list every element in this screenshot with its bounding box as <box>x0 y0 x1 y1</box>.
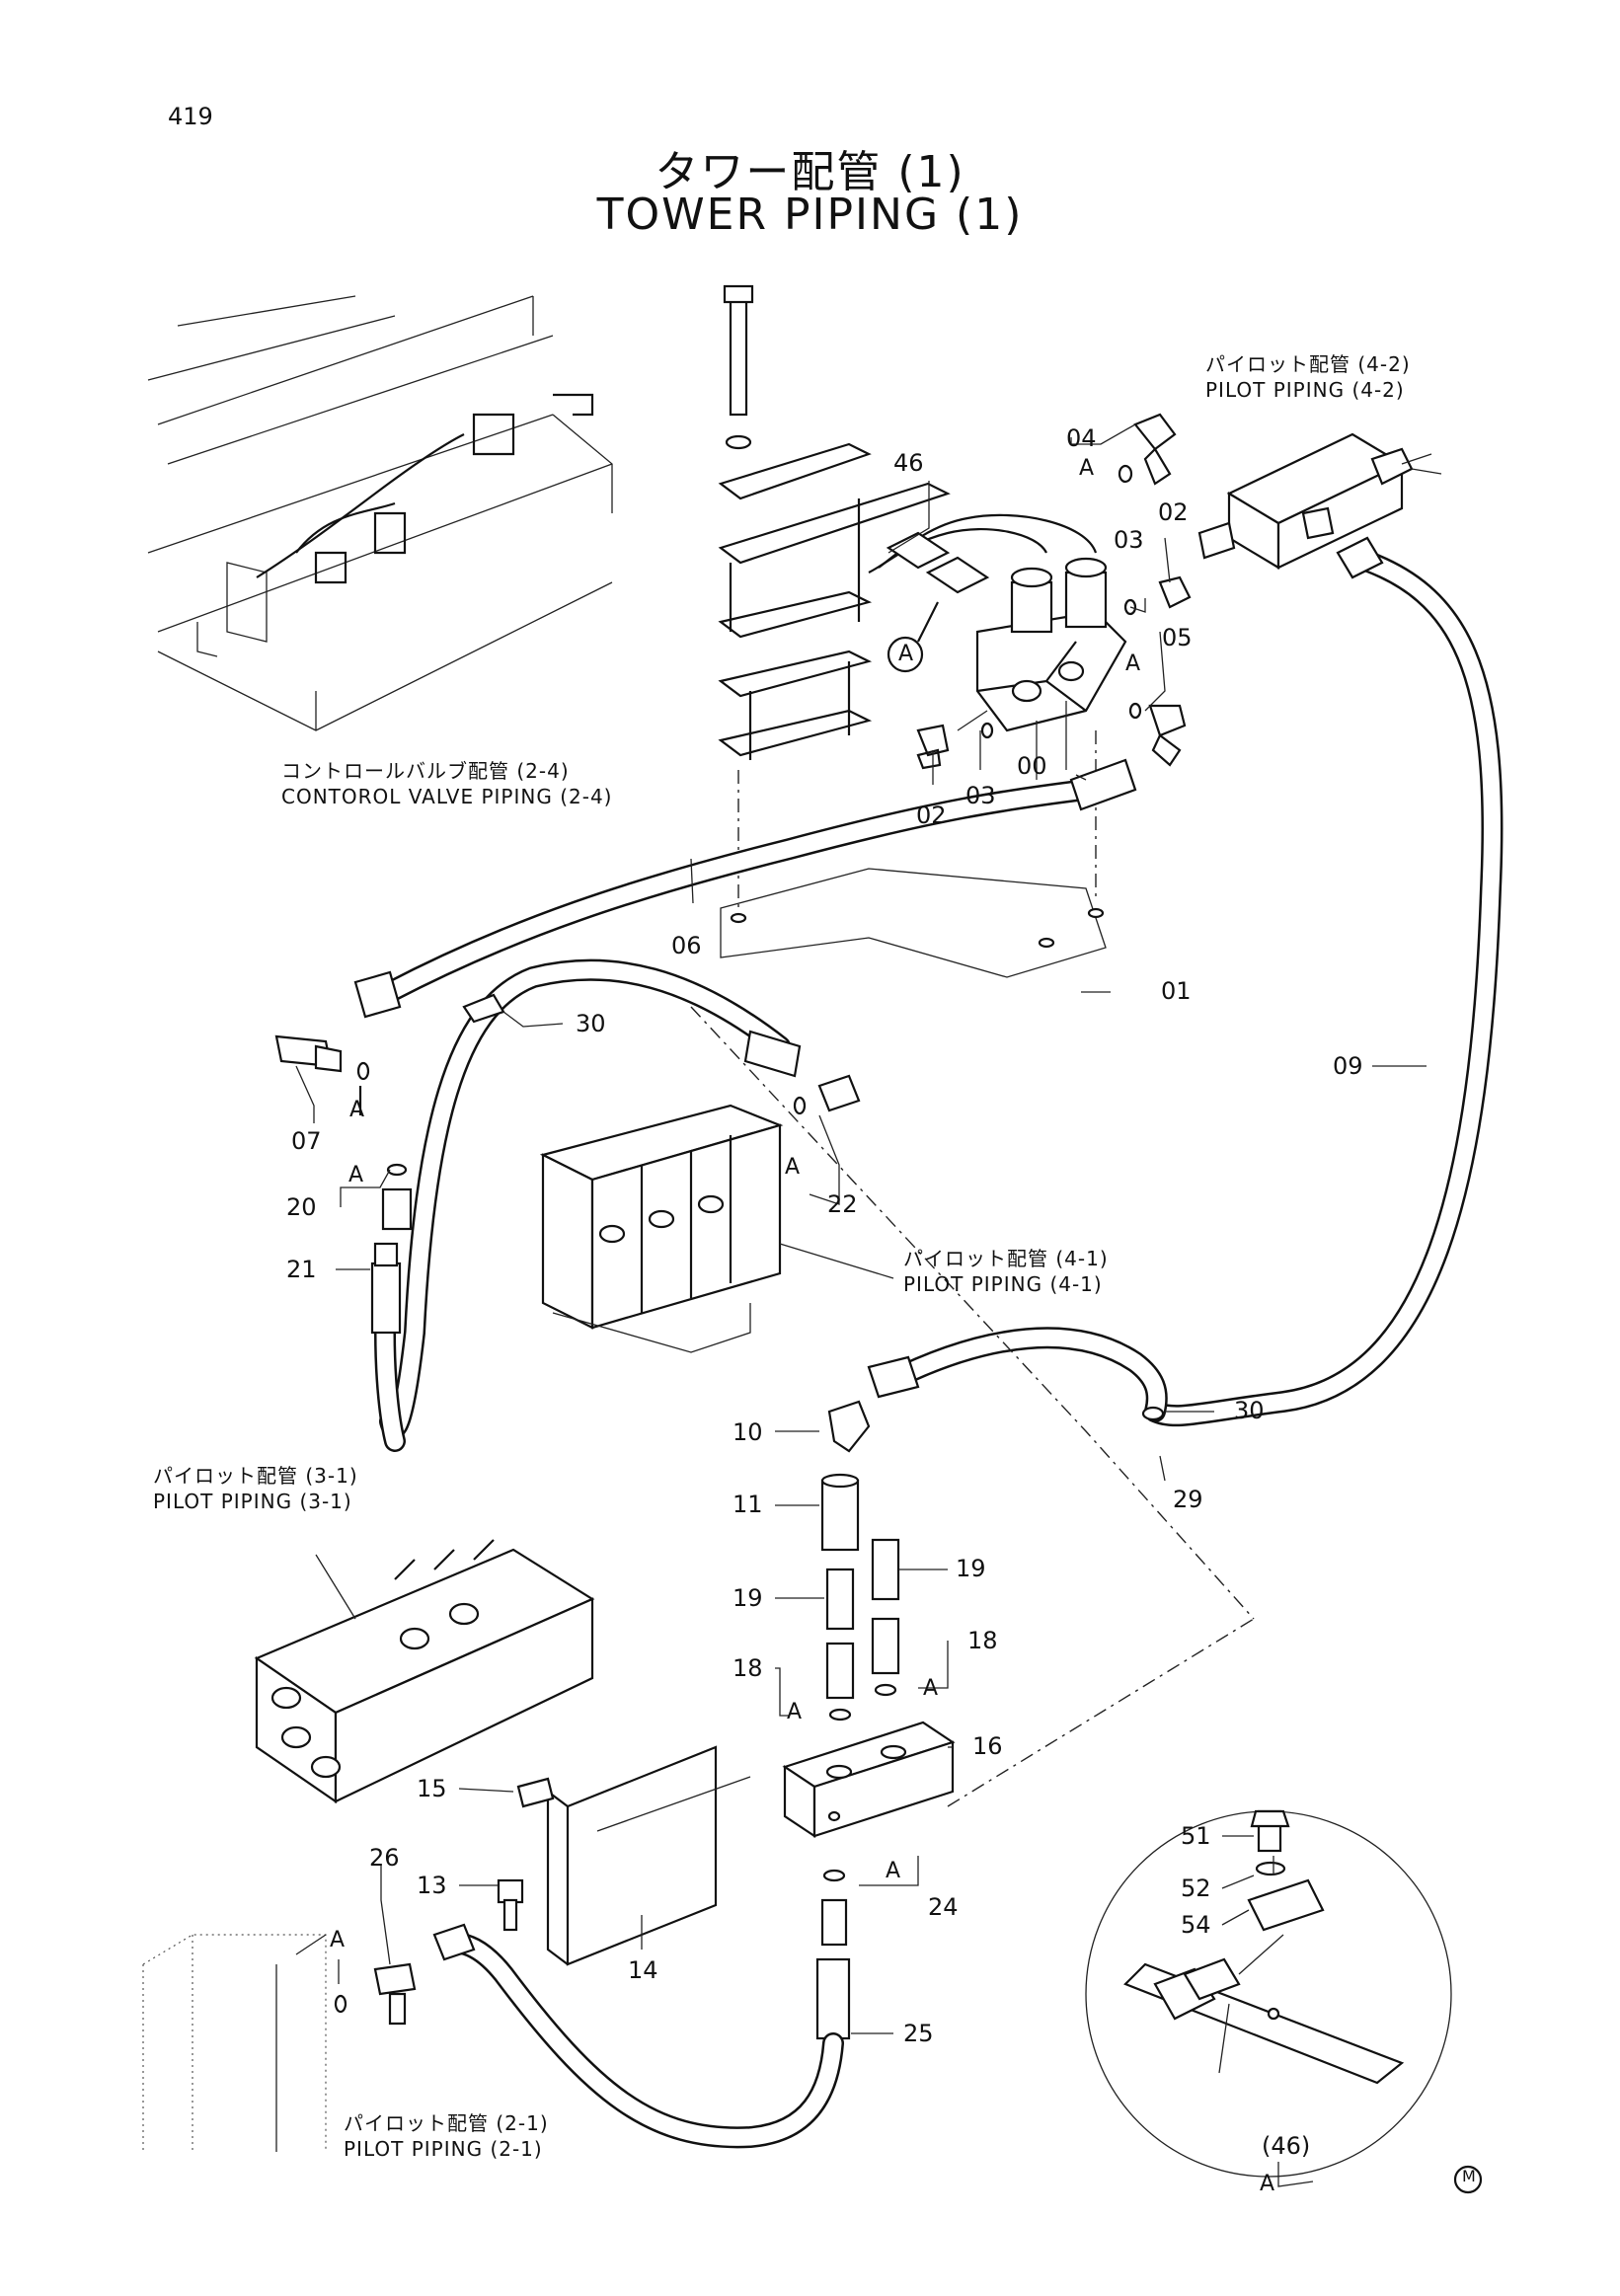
hose-25 <box>334 1869 851 2149</box>
adapters-stack <box>820 1400 900 1722</box>
marker-a: A <box>1079 456 1095 481</box>
marker-a: A <box>898 642 914 666</box>
m-mark: M <box>1462 2167 1476 2185</box>
part-label[interactable]: 20 <box>286 1193 317 1221</box>
part-label[interactable]: 04 <box>1066 424 1097 452</box>
part-label[interactable]: 11 <box>733 1491 763 1518</box>
detail-view-a <box>1085 1809 1452 2178</box>
marker-a: A <box>785 1155 801 1180</box>
marker-a-detail: A <box>1260 2172 1275 2196</box>
ref-pilot-piping-4-1[interactable]: パイロット配管 (4-1) PILOT PIPING (4-1) <box>903 1246 1109 1297</box>
pilot-box-2-1 <box>142 1934 327 2152</box>
title-japanese: タワー配管 (1) <box>655 147 965 197</box>
ref-en: PILOT PIPING (2-1) <box>344 2137 543 2161</box>
marker-a: A <box>1125 651 1141 676</box>
part-label[interactable]: 02 <box>916 802 947 829</box>
marker-a: A <box>787 1700 803 1724</box>
part-label[interactable]: 06 <box>671 932 702 959</box>
frame-reference-view <box>147 295 613 731</box>
part-label[interactable]: 10 <box>733 1418 763 1446</box>
page-number: 419 <box>168 103 213 130</box>
circle-a-leader <box>917 601 939 643</box>
part-label[interactable]: 03 <box>1114 526 1144 554</box>
ref-jp: パイロット配管 (4-2) <box>1205 352 1411 376</box>
part-label[interactable]: 13 <box>417 1872 447 1899</box>
marker-a: A <box>923 1676 939 1701</box>
bracket-plate-14 <box>497 1006 1255 1966</box>
marker-a: A <box>330 1928 346 1952</box>
circle-marker-a <box>887 636 924 673</box>
marker-a: A <box>348 1163 364 1187</box>
part-label[interactable]: 14 <box>628 1956 658 1984</box>
ref-en: PILOT PIPING (4-2) <box>1205 378 1405 402</box>
part-label[interactable]: 26 <box>369 1844 400 1872</box>
part-label[interactable]: 21 <box>286 1256 317 1283</box>
bracket-assembly-46 <box>718 284 1107 978</box>
ref-en: CONTOROL VALVE PIPING (2-4) <box>281 785 613 808</box>
part-label[interactable]: 30 <box>576 1010 606 1037</box>
ref-jp: パイロット配管 (4-1) <box>903 1247 1109 1270</box>
hose-21 <box>370 1242 406 1452</box>
ref-pilot-piping-4-2[interactable]: パイロット配管 (4-2) PILOT PIPING (4-2) <box>1205 351 1411 403</box>
marker-a: A <box>349 1098 365 1122</box>
part-label[interactable]: 05 <box>1162 624 1193 651</box>
block-16 <box>782 1721 956 1839</box>
solenoid-valve-00 <box>868 513 1127 898</box>
part-label[interactable]: 25 <box>903 2020 934 2047</box>
part-label[interactable]: 54 <box>1181 1911 1211 1939</box>
ref-jp: コントロールバルブ配管 (2-4) <box>281 759 570 783</box>
circle-m-mark <box>1453 2165 1483 2194</box>
ref-jp: パイロット配管 (2-1) <box>344 2111 549 2135</box>
part-label[interactable]: 46 <box>893 449 924 477</box>
part-label[interactable]: 16 <box>972 1732 1003 1760</box>
part-label[interactable]: 00 <box>1017 752 1047 780</box>
pilot-valve-3-1 <box>254 1539 595 1804</box>
part-label[interactable]: 24 <box>928 1893 959 1921</box>
part-label[interactable]: 19 <box>956 1555 986 1582</box>
control-valve-block <box>539 1074 861 1353</box>
part-label[interactable]: 07 <box>291 1127 322 1155</box>
part-label[interactable]: 22 <box>827 1190 858 1218</box>
hose-left-loop <box>379 958 802 1440</box>
ref-en: PILOT PIPING (3-1) <box>153 1490 352 1513</box>
part-label[interactable]: 52 <box>1181 1875 1211 1902</box>
ref-en: PILOT PIPING (4-1) <box>903 1272 1103 1296</box>
part-label[interactable]: 29 <box>1173 1486 1203 1513</box>
hose-10-30 <box>867 1327 1168 1422</box>
part-label[interactable]: 01 <box>1161 977 1192 1005</box>
part-label[interactable]: 15 <box>417 1775 447 1802</box>
leader-lines <box>295 423 1427 2187</box>
part-label[interactable]: 03 <box>965 782 996 809</box>
ref-pilot-piping-3-1[interactable]: パイロット配管 (3-1) PILOT PIPING (3-1) <box>153 1463 358 1514</box>
fittings-07-20 <box>274 1034 413 1231</box>
part-label[interactable]: 09 <box>1333 1052 1363 1080</box>
part-label[interactable]: (46) <box>1262 2132 1311 2160</box>
ref-pilot-piping-2-1[interactable]: パイロット配管 (2-1) PILOT PIPING (2-1) <box>344 2110 549 2162</box>
ref-control-valve-piping-2-4[interactable]: コントロールバルブ配管 (2-4) CONTOROL VALVE PIPING … <box>281 758 612 809</box>
fittings-02-05 <box>916 413 1192 770</box>
part-label[interactable]: 18 <box>733 1654 763 1682</box>
part-label[interactable]: 51 <box>1181 1822 1211 1850</box>
hose-09 <box>1144 536 1504 1427</box>
title-english: TOWER PIPING (1) <box>596 190 1024 240</box>
part-label[interactable]: 02 <box>1158 498 1189 526</box>
part-label[interactable]: 18 <box>967 1627 998 1654</box>
hose-06 <box>353 758 1137 1019</box>
marker-a: A <box>886 1859 901 1883</box>
ref-jp: パイロット配管 (3-1) <box>153 1464 358 1488</box>
part-label[interactable]: 30 <box>1234 1397 1265 1424</box>
part-label[interactable]: 19 <box>733 1584 763 1612</box>
pilot-block-4-2 <box>1197 432 1442 570</box>
